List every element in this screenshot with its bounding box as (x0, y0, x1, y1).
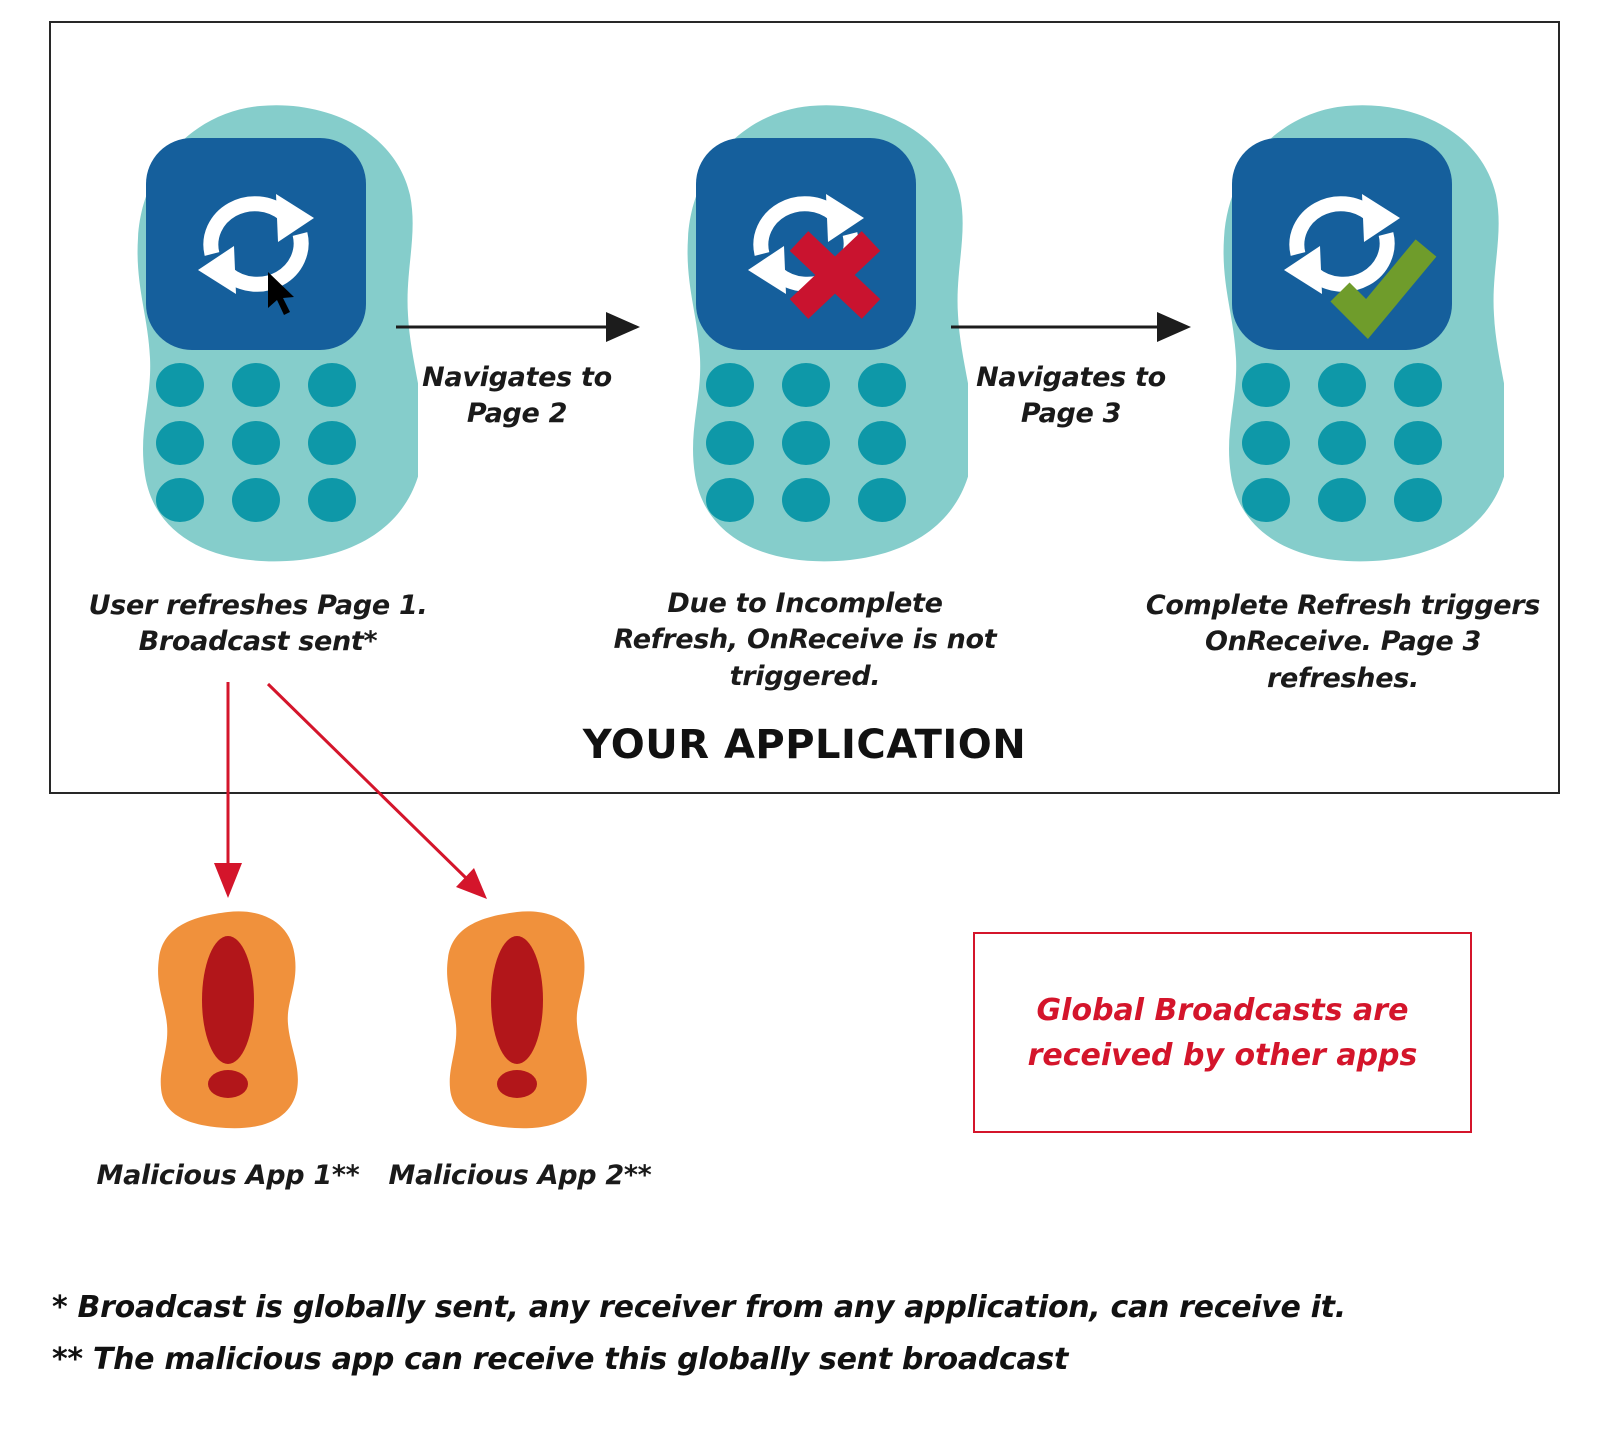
phone-2 (687, 105, 968, 562)
your-application-box (49, 21, 1560, 794)
footnote-2: ** The malicious app can receive this gl… (52, 1342, 1069, 1377)
arrow-page2-label: Navigates to Page 2 (422, 362, 612, 430)
refresh-icon (1284, 194, 1400, 294)
phone-2-caption: Due to Incomplete Refresh, OnReceive is … (613, 588, 997, 692)
refresh-icon (198, 194, 314, 294)
keypad (1242, 363, 1442, 522)
phone-1 (137, 105, 418, 562)
phone-screen (146, 138, 366, 350)
keypad (706, 363, 906, 522)
phone-1-caption: User refreshes Page 1. Broadcast sent* (88, 590, 428, 658)
your-application-title: YOUR APPLICATION (582, 722, 1027, 768)
arrow-page3-label: Navigates to Page 3 (976, 362, 1166, 430)
phone-3-caption: Complete Refresh triggers OnReceive. Pag… (1145, 590, 1541, 694)
check-icon (1330, 239, 1437, 340)
phone-3 (1223, 105, 1504, 562)
cursor-icon (268, 272, 294, 315)
cross-icon (789, 231, 881, 319)
footnote-1: * Broadcast is globally sent, any receiv… (52, 1290, 1346, 1325)
global-broadcast-note-text: Global Broadcasts are received by other … (1027, 992, 1418, 1073)
malicious-app-1 (158, 911, 298, 1129)
exclamation-icon (491, 936, 543, 1098)
keypad (156, 363, 356, 522)
global-broadcast-note: Global Broadcasts are received by other … (973, 932, 1472, 1133)
malicious-app-2 (447, 911, 587, 1129)
malicious-app-1-label: Malicious App 1** (96, 1160, 360, 1191)
exclamation-icon (202, 936, 254, 1098)
malicious-app-2-label: Malicious App 2** (388, 1160, 652, 1191)
